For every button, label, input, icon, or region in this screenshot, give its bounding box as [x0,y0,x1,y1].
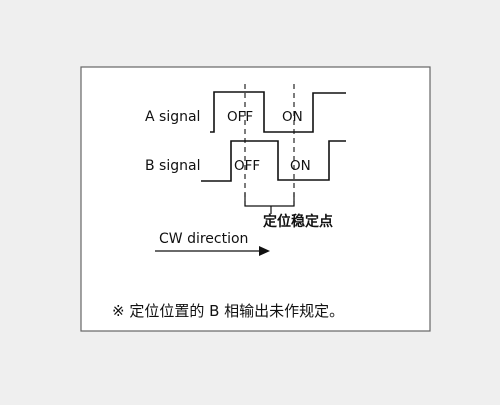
stable-point-label: 定位稳定点 [263,213,333,230]
a-off-label: OFF [227,109,253,125]
b-signal-waveform [201,140,346,182]
footnote: ※ 定位位置的 B 相输出未作规定。 [112,302,344,320]
direction-arrow-icon [259,246,270,256]
a-signal-label: A signal [145,109,200,125]
stable-point-bracket [244,193,295,207]
b-signal-label: B signal [145,158,200,174]
a-on-label: ON [282,109,303,125]
b-on-label: ON [290,158,311,174]
b-off-label: OFF [234,158,260,174]
diagram-panel [80,66,431,332]
a-signal-waveform [210,91,346,133]
direction-label: CW direction [159,231,248,247]
